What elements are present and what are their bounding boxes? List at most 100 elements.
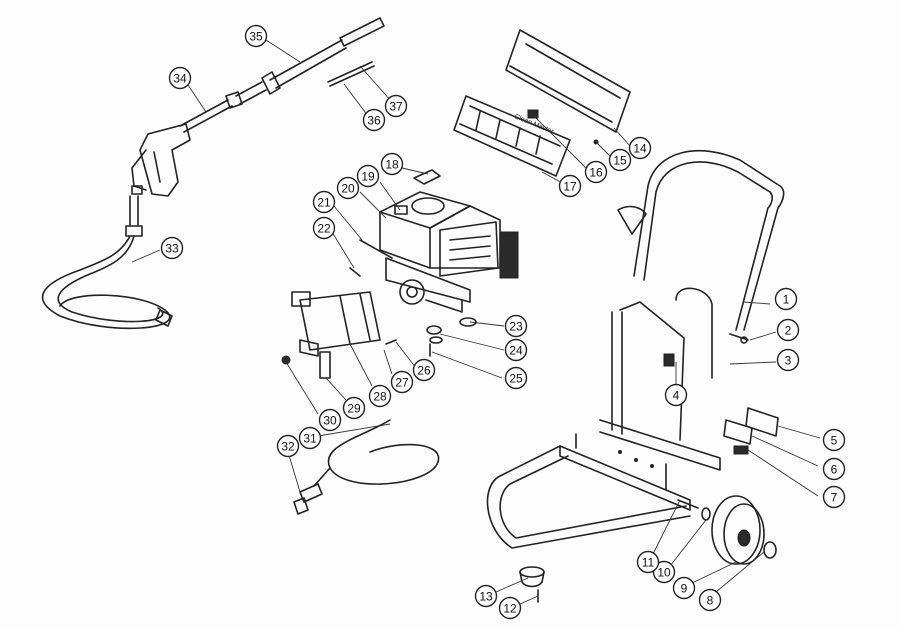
callout-circle <box>698 588 722 612</box>
nozzle-pin <box>327 61 375 87</box>
callout-circle <box>558 174 582 198</box>
callout-10: 10 <box>652 560 676 584</box>
callout-9: 9 <box>672 576 696 600</box>
callout-circle <box>776 318 800 342</box>
callout-circle <box>160 236 184 260</box>
callout-number: 6 <box>831 463 838 477</box>
callout-number: 25 <box>509 372 523 386</box>
callout-number: 33 <box>165 242 179 256</box>
callout-number: 29 <box>347 402 361 416</box>
callout-circle <box>244 24 268 48</box>
callout-circle <box>822 457 846 481</box>
callout-circle <box>504 366 528 390</box>
callout-number: 4 <box>673 389 680 403</box>
callout-number: 31 <box>303 432 317 446</box>
callout-circle <box>628 136 652 160</box>
callout-number: 19 <box>361 170 375 184</box>
callout-35: 35 <box>244 24 268 48</box>
callout-32: 32 <box>276 434 300 458</box>
callout-5: 5 <box>822 428 846 452</box>
callout-number: 24 <box>509 344 523 358</box>
callout-number: 5 <box>831 434 838 448</box>
callout-number: 9 <box>681 582 688 596</box>
callout-30: 30 <box>318 408 342 432</box>
callout-number: 18 <box>385 158 399 172</box>
callout-circle <box>412 358 436 382</box>
callout-circle <box>584 160 608 184</box>
callout-33: 33 <box>160 236 184 260</box>
callout-circle <box>474 584 498 608</box>
callout-number: 21 <box>317 196 331 210</box>
callout-circle <box>312 216 336 240</box>
callout-16: 16 <box>584 160 608 184</box>
callout-group: 1234567891011121314151617181920212223242… <box>160 24 846 620</box>
callout-number: 34 <box>173 72 187 86</box>
foot-pad <box>519 566 545 603</box>
callout-circle <box>822 485 846 509</box>
callout-circle <box>362 108 386 132</box>
callout-circle <box>652 560 676 584</box>
callout-circle <box>664 383 688 407</box>
callout-number: 26 <box>417 364 431 378</box>
callout-circle <box>498 596 522 620</box>
callout-18: 18 <box>380 152 404 176</box>
engine-key <box>359 239 393 259</box>
callout-number: 16 <box>589 166 603 180</box>
callout-number: 13 <box>479 590 493 604</box>
callout-number: 23 <box>509 320 523 334</box>
callout-27: 27 <box>390 370 414 394</box>
callout-number: 35 <box>249 30 263 44</box>
mount-hardware <box>426 317 477 357</box>
callout-number: 17 <box>563 180 577 194</box>
callout-29: 29 <box>342 396 366 420</box>
callout-circle <box>356 164 380 188</box>
pump <box>281 291 397 379</box>
callout-8: 8 <box>698 588 722 612</box>
callout-circle <box>276 434 300 458</box>
callout-number: 27 <box>395 376 409 390</box>
callout-number: 12 <box>503 602 517 616</box>
cart-base <box>486 287 721 549</box>
callout-number: 30 <box>323 414 337 428</box>
handle-bolt <box>729 333 749 344</box>
spray-lance <box>179 17 385 133</box>
callout-24: 24 <box>504 338 528 362</box>
callout-number: 1 <box>783 293 790 307</box>
callout-number: 32 <box>281 440 295 454</box>
callout-26: 26 <box>412 358 436 382</box>
engine <box>379 169 519 313</box>
callout-circle <box>342 396 366 420</box>
callout-number: 3 <box>785 354 792 368</box>
inlet-hose <box>313 419 440 487</box>
callout-14: 14 <box>628 136 652 160</box>
callout-number: 15 <box>613 154 627 168</box>
callout-19: 19 <box>356 164 380 188</box>
callout-21: 21 <box>312 190 336 214</box>
callout-circle <box>504 338 528 362</box>
callout-20: 20 <box>336 176 360 200</box>
wheel <box>711 495 777 565</box>
callout-25: 25 <box>504 366 528 390</box>
callout-circle <box>298 426 322 450</box>
trigger-gun <box>125 123 191 237</box>
callout-circle <box>608 148 632 172</box>
high-pressure-hose <box>41 235 173 330</box>
callout-22: 22 <box>312 216 336 240</box>
control-decal: Clean Master <box>453 95 571 177</box>
callout-circle <box>504 314 528 338</box>
inlet-fitting <box>293 483 323 515</box>
callout-number: 20 <box>341 182 355 196</box>
callout-number: 10 <box>657 566 671 580</box>
callout-34: 34 <box>168 66 192 90</box>
engine-bolt <box>349 267 361 277</box>
callout-3: 3 <box>776 348 800 372</box>
callout-number: 11 <box>642 556 655 570</box>
callout-number: 7 <box>831 491 838 505</box>
callout-23: 23 <box>504 314 528 338</box>
callout-number: 22 <box>317 222 331 236</box>
callout-13: 13 <box>474 584 498 608</box>
callout-11: 11 <box>636 550 660 574</box>
callout-6: 6 <box>822 457 846 481</box>
